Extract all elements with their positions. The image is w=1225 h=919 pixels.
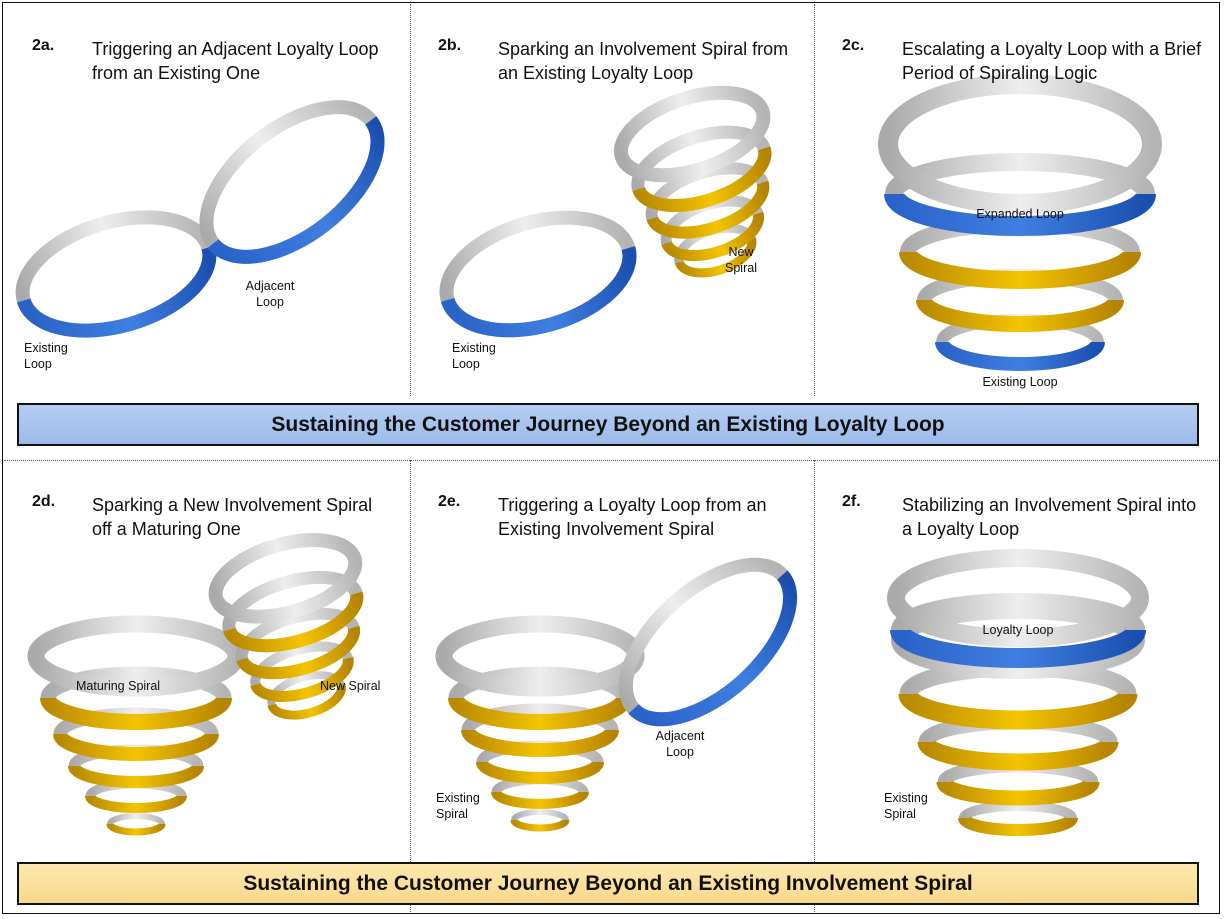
panel-number: 2e.	[438, 493, 461, 510]
divider-vertical-1	[410, 4, 411, 396]
panel-title: Triggering a Loyalty Loop from an Existi…	[498, 495, 767, 539]
panel-title: Sparking a New Involvement Spiral off a …	[92, 495, 373, 539]
divider-vertical-4	[814, 460, 815, 912]
banner-top: Sustaining the Customer Journey Beyond a…	[17, 403, 1199, 446]
label-loyalty-loop: Loyalty Loop	[982, 623, 1054, 637]
panel-2f: 2f. Stabilizing an Involvement Spiral in…	[814, 460, 1212, 850]
panel-number: 2c.	[842, 37, 865, 54]
divider-vertical-2	[814, 4, 815, 396]
panel-number: 2f.	[842, 493, 861, 510]
banner-bottom: Sustaining the Customer Journey Beyond a…	[17, 862, 1199, 905]
label-existing-loop: Existing Loop	[452, 341, 496, 371]
panel-2b: 2b. Sparking an Involvement Spiral from …	[410, 4, 808, 394]
panel-title: Stabilizing an Involvement Spiral into a…	[902, 495, 1197, 539]
label-adjacent-loop: Adjacent Loop	[655, 729, 705, 759]
divider-vertical-3	[410, 460, 411, 912]
panel-title: Triggering an Adjacent Loyalty Loop from…	[92, 39, 379, 83]
stabilizing-spiral-illustration	[887, 549, 1149, 836]
label-existing-loop: Existing Loop	[982, 375, 1058, 389]
panel-number: 2d.	[32, 493, 56, 510]
label-new-spiral: New Spiral	[320, 679, 381, 693]
spiral-and-loop-illustration	[435, 557, 798, 832]
panel-2d: 2d. Sparking a New Involvement Spiral of…	[4, 460, 402, 850]
panel-number: 2b.	[438, 37, 462, 54]
label-existing-loop: Existing Loop	[24, 341, 68, 371]
label-expanded-loop: Expanded Loop	[976, 207, 1064, 221]
panel-number: 2a.	[32, 37, 55, 54]
panel-2a: 2a. Triggering an Adjacent Loyalty Loop …	[4, 4, 402, 394]
label-new-spiral: New Spiral	[725, 245, 757, 275]
loop-and-spiral-illustration	[439, 85, 772, 338]
divider-horizontal	[4, 460, 1218, 461]
panel-title: Sparking an Involvement Spiral from an E…	[498, 39, 789, 83]
panel-title: Escalating a Loyalty Loop with a Brief P…	[902, 39, 1202, 83]
loops-illustration	[15, 100, 385, 338]
two-spirals-illustration	[27, 533, 364, 836]
panel-2e: 2e. Triggering a Loyalty Loop from an Ex…	[410, 460, 808, 850]
escalating-loop-illustration	[878, 74, 1162, 371]
label-existing-spiral: Existing Spiral	[884, 791, 928, 821]
label-maturing-spiral: Maturing Spiral	[76, 679, 161, 693]
label-existing-spiral: Existing Spiral	[436, 791, 480, 821]
label-adjacent-loop: Adjacent Loop	[245, 279, 295, 309]
panel-2c: 2c. Escalating a Loyalty Loop with a Bri…	[814, 4, 1212, 394]
